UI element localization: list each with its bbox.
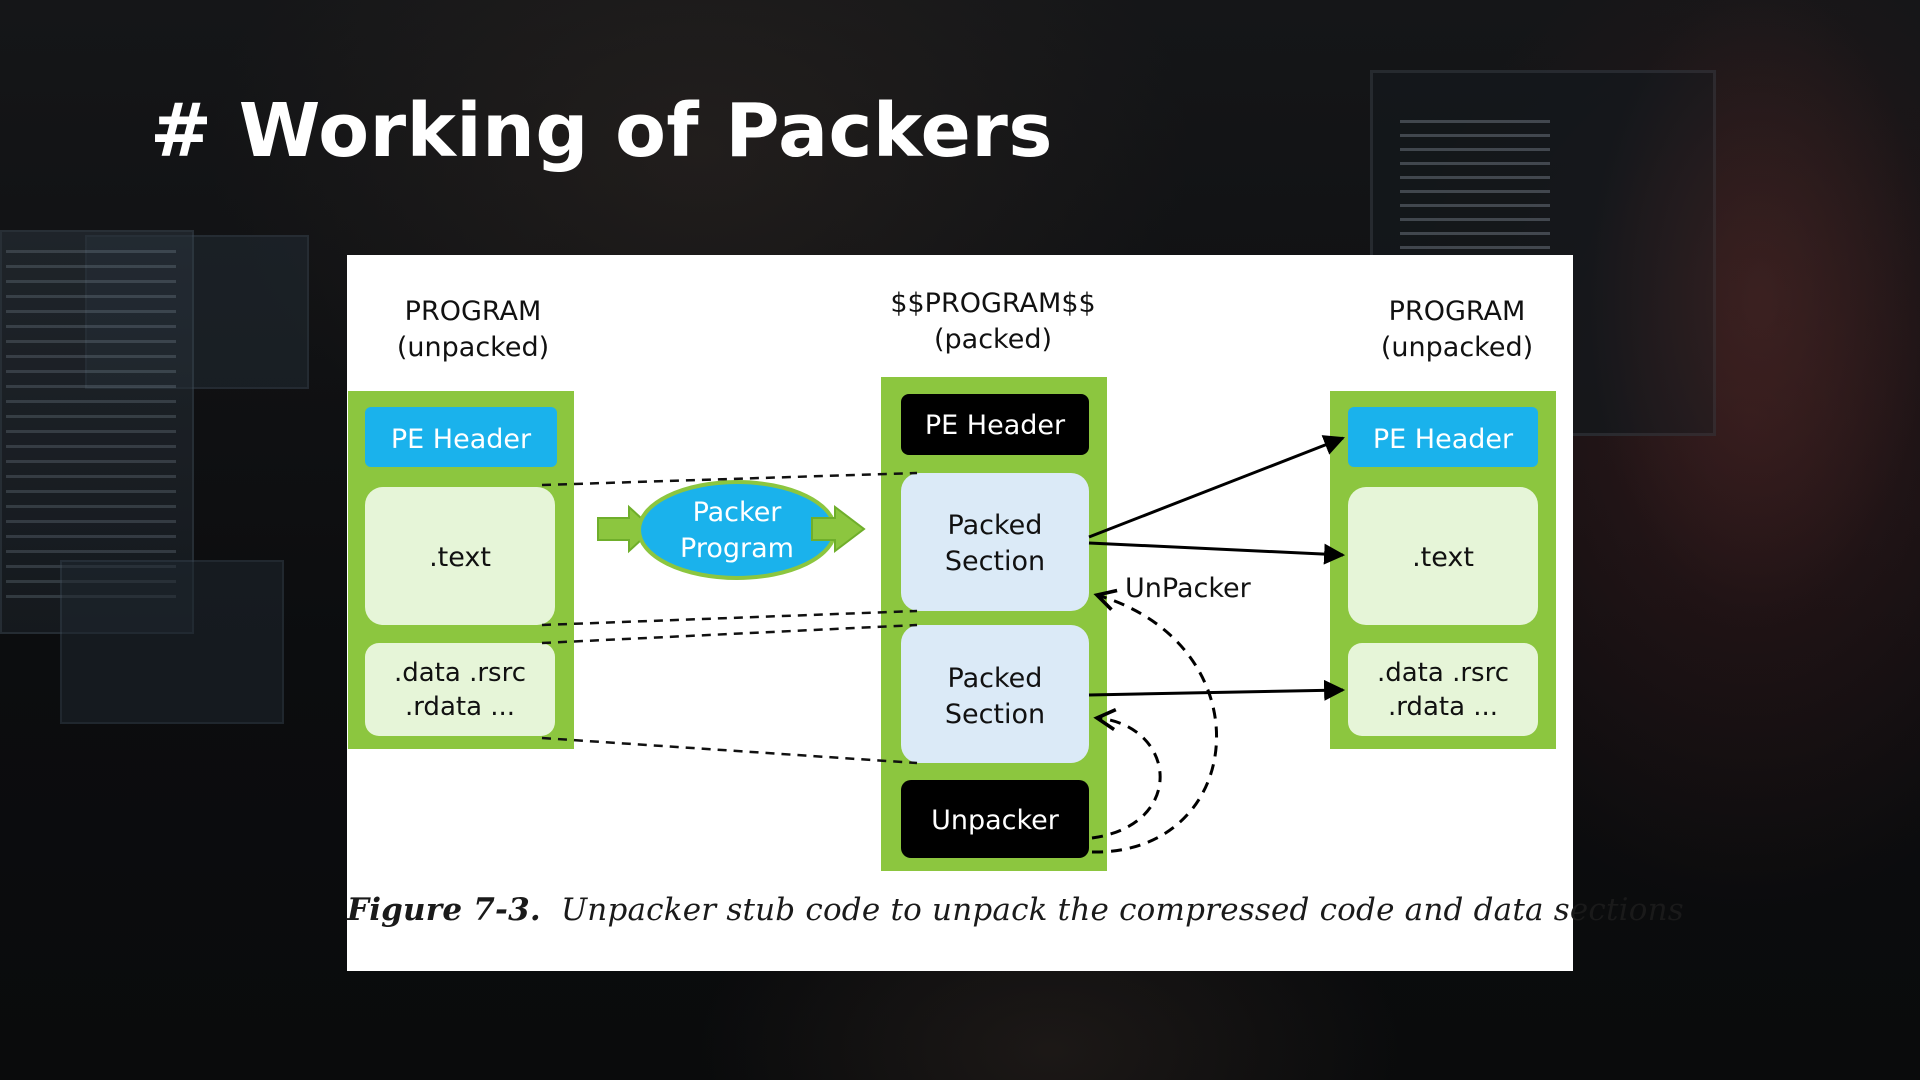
unpacker-curve-inner	[1091, 707, 1162, 840]
right-pe-header	[1348, 407, 1538, 467]
mapping-line	[541, 609, 918, 627]
middle-packed1-line1: Packed	[948, 510, 1043, 541]
figure-caption-label: Figure 7-3.	[347, 892, 541, 928]
mapping-line	[541, 623, 918, 645]
mapping-line	[541, 471, 918, 487]
left-data-line2: .rdata ...	[405, 692, 515, 722]
middle-pe-header	[901, 394, 1089, 455]
slide-title: # Working of Packers	[150, 88, 1053, 174]
background-monitor	[60, 560, 284, 724]
left-text-label: .text	[429, 542, 491, 573]
right-data-line2: .rdata ...	[1388, 692, 1498, 722]
unpacker-annotation: UnPacker	[1125, 573, 1252, 604]
left-heading-line1: PROGRAM	[405, 296, 542, 327]
middle-packed1-line2: Section	[945, 546, 1045, 577]
middle-pe-header-label: PE Header	[925, 410, 1066, 441]
middle-packed2-line1: Packed	[948, 663, 1043, 694]
unpack-arrow-pe-header	[1088, 435, 1345, 539]
left-pe-header	[365, 407, 557, 467]
packer-output-arrow	[811, 504, 866, 554]
middle-unpacker-label: Unpacker	[931, 805, 1060, 836]
packer-diagram: PROGRAM (unpacked) PE Header .text .data…	[348, 288, 1556, 871]
right-data-line1: .data .rsrc	[1377, 658, 1509, 688]
packer-figure: PROGRAM (unpacked) PE Header .text .data…	[347, 255, 1684, 971]
right-text-label: .text	[1412, 542, 1474, 573]
left-text-section	[365, 487, 555, 625]
unpack-arrow-data	[1088, 679, 1346, 701]
background-menu	[1400, 120, 1550, 260]
middle-packed2-line2: Section	[945, 699, 1045, 730]
middle-heading-line2: (packed)	[934, 324, 1052, 355]
right-pe-header-label: PE Header	[1373, 424, 1514, 455]
figure-caption: Figure 7-3. Unpacker stub code to unpack…	[347, 892, 1684, 928]
middle-heading-line1: $$PROGRAM$$	[890, 288, 1095, 319]
unpack-arrows	[1088, 435, 1346, 701]
unpacker-loop-curves	[1091, 588, 1218, 854]
middle-packed-section-1	[901, 473, 1089, 611]
left-heading-line2: (unpacked)	[397, 332, 549, 363]
right-data-section	[1348, 643, 1538, 736]
packing-mapping-lines	[541, 471, 918, 765]
left-data-line1: .data .rsrc	[394, 658, 526, 688]
right-text-section	[1348, 487, 1538, 625]
right-heading-line1: PROGRAM	[1389, 296, 1526, 327]
middle-packed-section-2	[901, 625, 1089, 763]
packer-program-line1: Packer	[693, 497, 783, 528]
background-person	[1560, 0, 1920, 900]
left-data-section	[365, 643, 555, 736]
mapping-line	[541, 736, 918, 765]
figure-caption-text: Unpacker stub code to unpack the compres…	[560, 892, 1684, 928]
right-heading-line2: (unpacked)	[1381, 332, 1533, 363]
packer-program-line2: Program	[680, 533, 794, 564]
background-terminal-text	[6, 250, 176, 610]
unpacker-curve-outer	[1091, 588, 1218, 854]
unpack-arrow-text	[1088, 541, 1346, 565]
left-pe-header-label: PE Header	[391, 424, 532, 455]
middle-unpacker-stub	[901, 780, 1089, 858]
